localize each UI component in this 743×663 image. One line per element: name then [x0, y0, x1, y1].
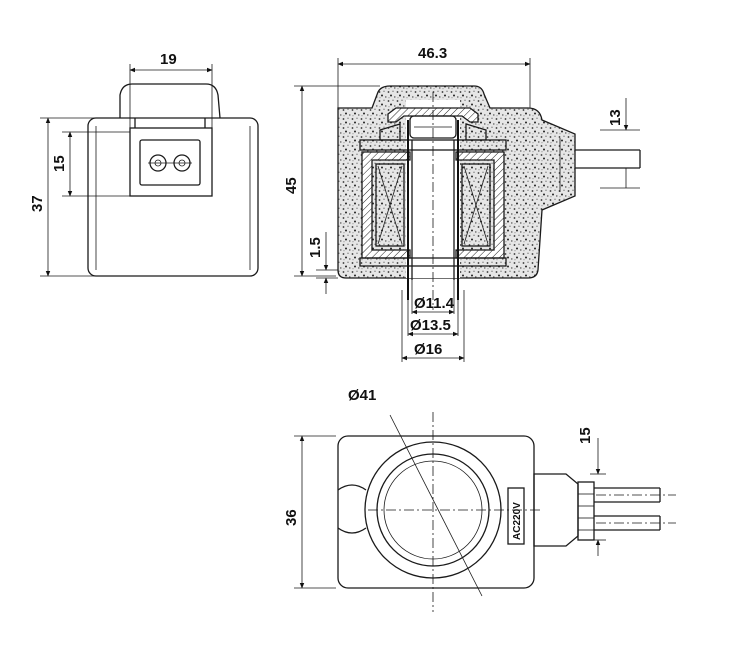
- cable-spacing-label: 15: [577, 427, 594, 444]
- voltage-marking: AC220V: [512, 502, 523, 540]
- section-height-label: 45: [283, 177, 300, 194]
- top-dim-cable-spacing: 15: [577, 427, 606, 556]
- section-dim-bores: Ø11.4 Ø13.5 Ø16: [401, 280, 465, 362]
- bore-middle-label: Ø13.5: [410, 317, 451, 334]
- section-view: [337, 85, 641, 310]
- flange-label: 1.5: [307, 237, 324, 258]
- bore-inner-label: Ø11.4: [414, 295, 455, 312]
- top-diameter-label: Ø41: [348, 387, 376, 404]
- front-dim-width: 19: [129, 51, 213, 128]
- section-dim-width: 46.3: [337, 45, 531, 108]
- section-width-label: 46.3: [418, 45, 447, 62]
- front-dim-height: 37: [29, 117, 95, 277]
- front-width-label: 19: [160, 51, 177, 68]
- section-dim-flange: 1.5: [307, 232, 338, 294]
- front-height-label: 37: [29, 195, 46, 212]
- cable-offset-label: 13: [607, 109, 624, 126]
- front-view: [87, 83, 259, 277]
- front-connector-label: 15: [51, 155, 68, 172]
- top-dim-height: 36: [283, 435, 336, 589]
- section-dim-height: 45: [283, 85, 380, 277]
- section-dim-cable: 13: [600, 98, 640, 189]
- front-dim-connector: 15: [51, 131, 130, 197]
- top-height-label: 36: [283, 509, 300, 526]
- bore-outer-label: Ø16: [414, 341, 442, 358]
- top-view: Ø41 AC220V: [337, 387, 676, 612]
